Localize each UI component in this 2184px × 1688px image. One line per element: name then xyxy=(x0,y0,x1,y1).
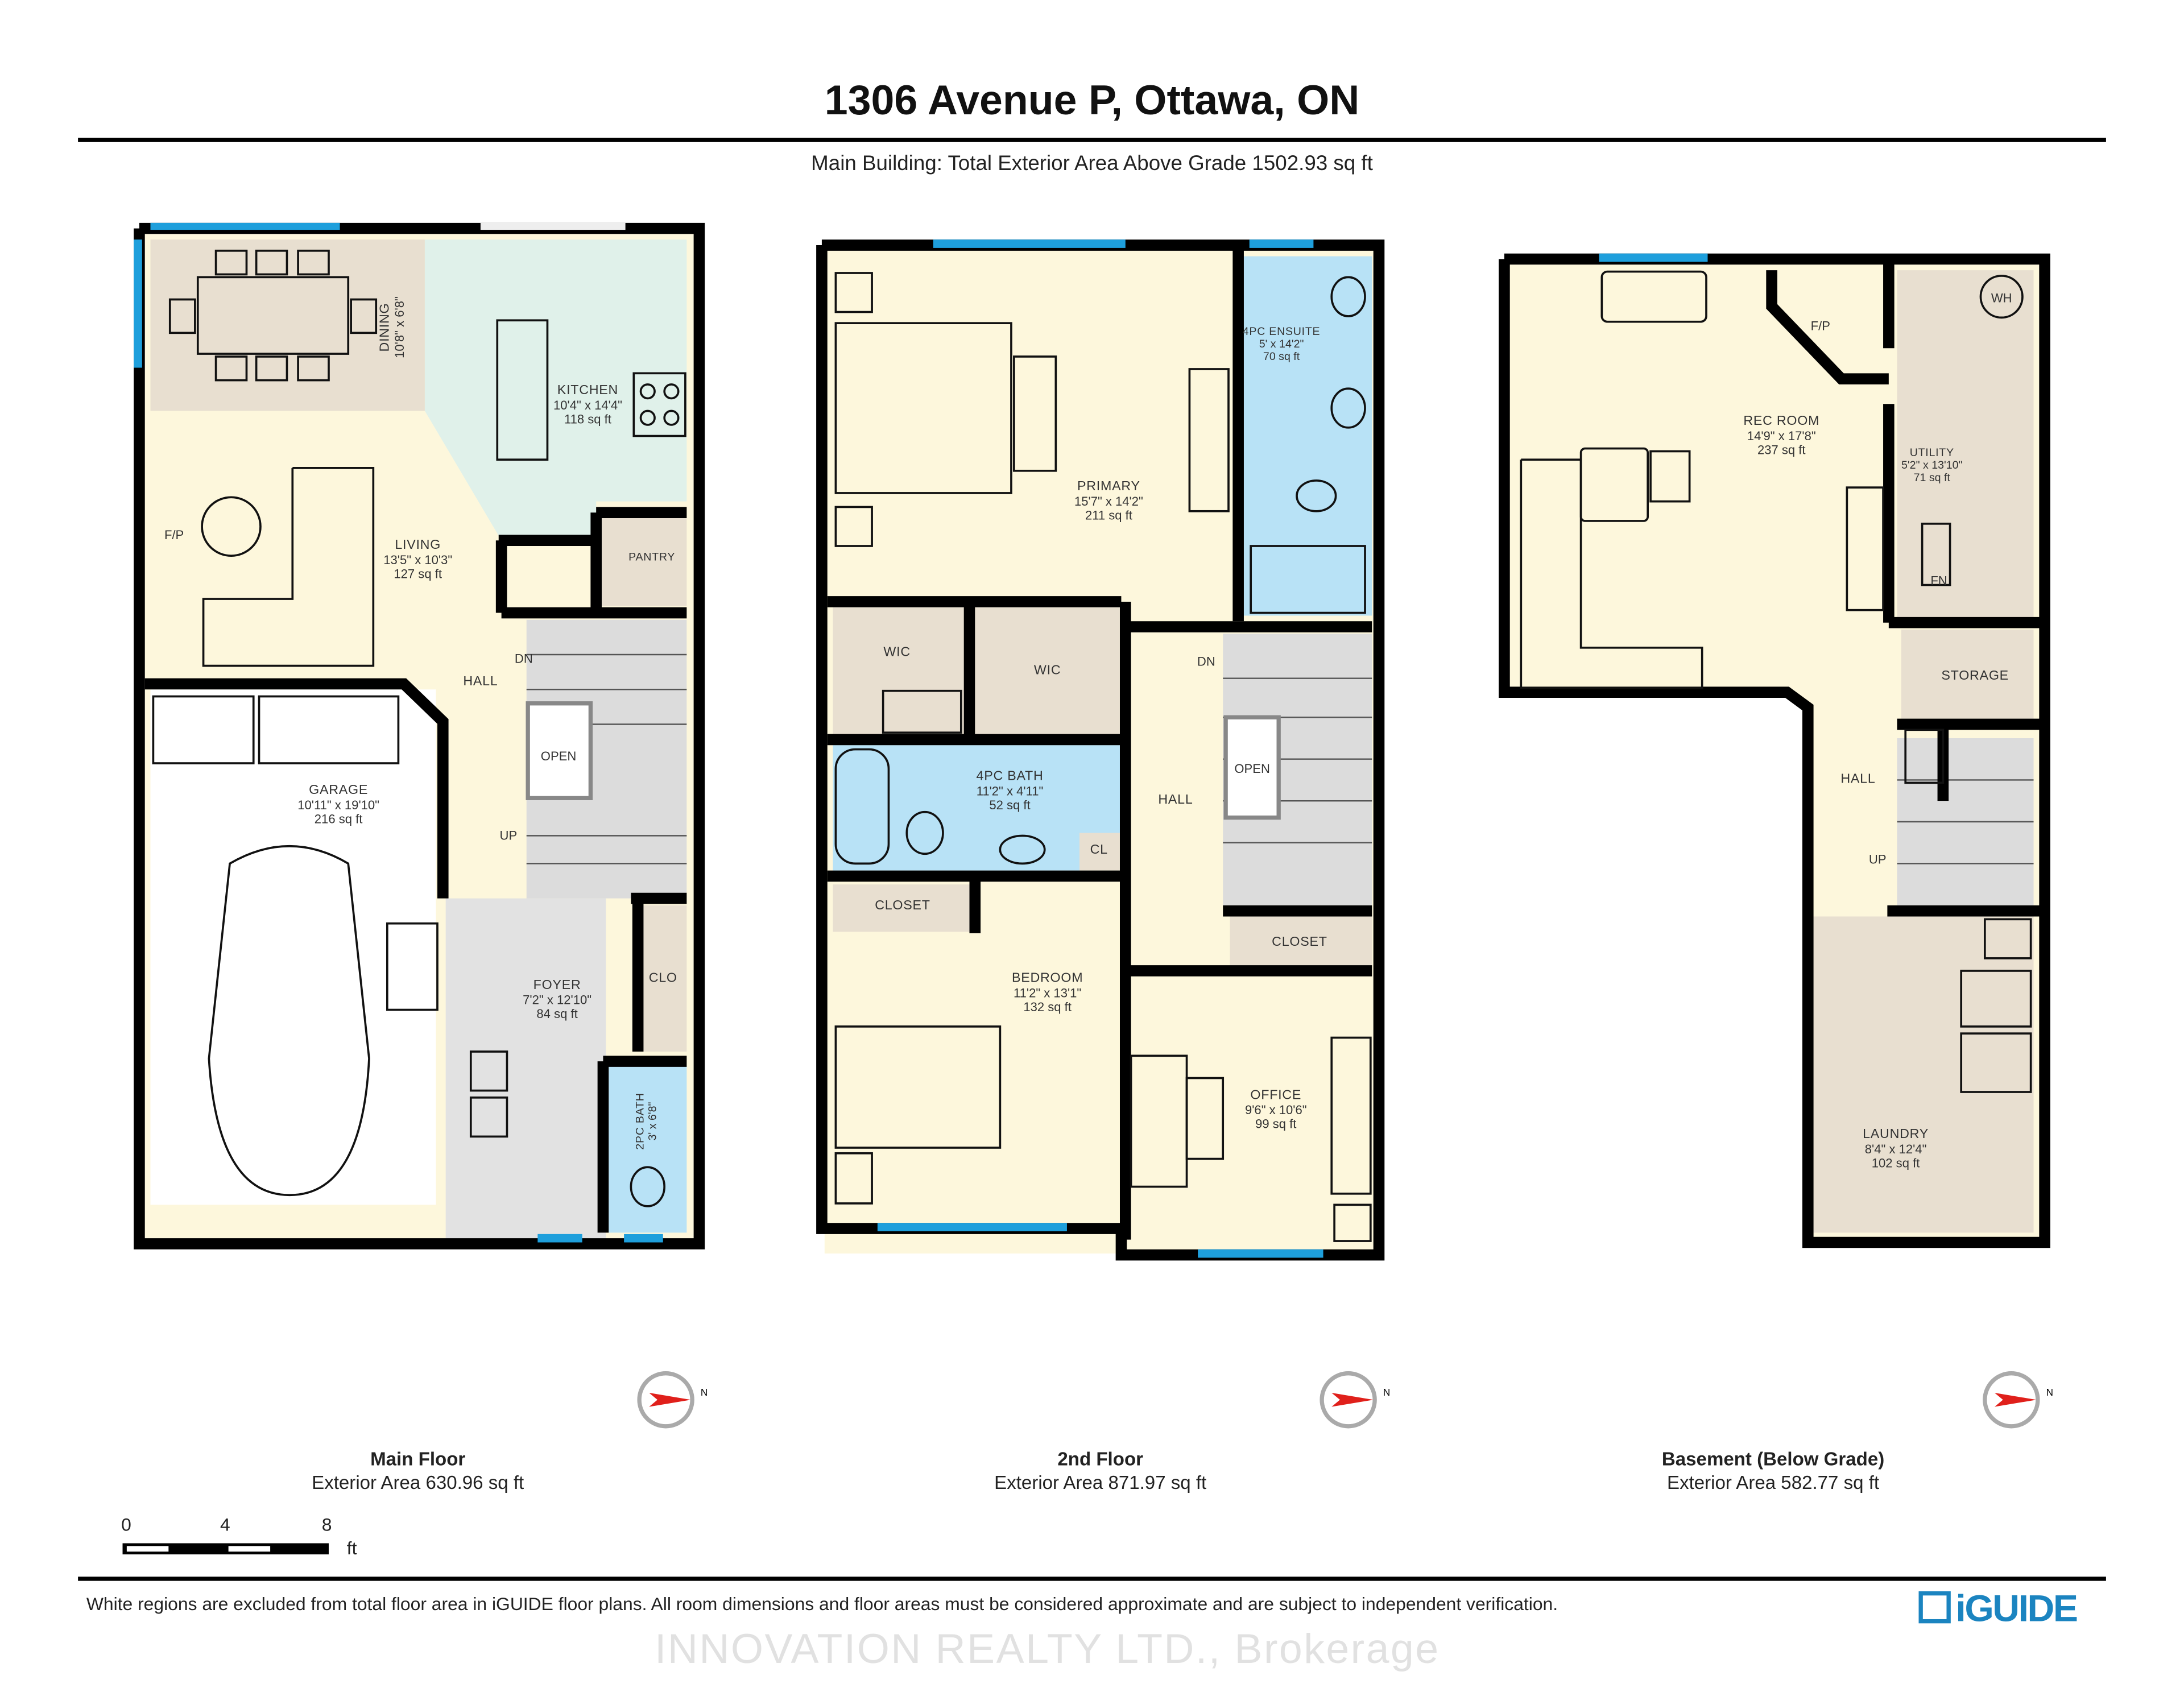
room-label-hall: HALL xyxy=(1840,771,1876,787)
4pc-bath-area xyxy=(833,745,1122,871)
car-icon xyxy=(208,845,370,1197)
open-label: OPEN xyxy=(1234,762,1270,776)
furniture xyxy=(1520,270,2032,1093)
room-label-closet: CLOSET xyxy=(1272,934,1327,950)
room-label-clo: CLO xyxy=(648,970,677,986)
scale-tick-label: 4 xyxy=(220,1514,230,1535)
scale-bar xyxy=(122,1543,329,1555)
floor-caption-basement: Basement (Below Grade)Exterior Area 582.… xyxy=(1661,1448,1885,1493)
iguide-logo: iGUIDE xyxy=(1955,1587,2078,1630)
clo-area xyxy=(638,905,687,1052)
basement-plan xyxy=(1499,253,2050,1248)
2pc-bath-area xyxy=(609,1065,687,1233)
stairs-up-label: UP xyxy=(499,829,518,843)
room-label-pantry: PANTRY xyxy=(628,551,676,564)
watermark: INNOVATION REALTY LTD., Brokerage xyxy=(655,1627,1440,1673)
compass-icon: N xyxy=(1983,1371,2053,1429)
scale-tick-label: 8 xyxy=(321,1514,332,1535)
compass-icon: N xyxy=(1320,1371,1390,1429)
kitchen-area xyxy=(424,239,687,541)
svg-text:N: N xyxy=(701,1387,708,1398)
main-floor-plan xyxy=(134,222,705,1250)
water-heater-label: WH xyxy=(1991,291,2012,305)
room-label-wic: WIC xyxy=(1033,663,1061,678)
furniture xyxy=(834,272,1372,1242)
stairs-up-label: UP xyxy=(1868,852,1887,867)
pantry-area xyxy=(596,512,687,606)
room-label-storage: STORAGE xyxy=(1941,668,2009,684)
second-floor-plan xyxy=(816,239,1385,1261)
scale-tick-label: 0 xyxy=(121,1514,131,1535)
stairs-down-label: DN xyxy=(514,652,533,666)
compass-icon: N xyxy=(637,1371,708,1429)
room-label-hall: HALL xyxy=(1158,792,1193,808)
garage-area xyxy=(150,689,436,1205)
room-label-cl: CL xyxy=(1090,842,1108,858)
iguide-logo-icon xyxy=(1918,1591,1951,1624)
page-subtitle: Main Building: Total Exterior Area Above… xyxy=(811,151,1373,176)
stairs-down-label: DN xyxy=(1197,655,1215,669)
laundry-area xyxy=(1813,916,2034,1233)
room-label-hall: HALL xyxy=(463,674,498,690)
disclaimer: White regions are excluded from total fl… xyxy=(86,1593,1558,1615)
furniture xyxy=(152,249,686,1207)
storage-area xyxy=(1901,629,2034,725)
fireplace-label: F/P xyxy=(164,528,184,542)
room-label-wic: WIC xyxy=(883,644,911,660)
ensuite-area xyxy=(1243,256,1372,616)
svg-text:N: N xyxy=(2046,1387,2053,1398)
svg-text:N: N xyxy=(1383,1387,1390,1398)
room-label-closet: CLOSET xyxy=(875,898,930,914)
foyer-area xyxy=(445,898,606,1240)
utility-area xyxy=(1897,270,2034,623)
header-rule xyxy=(78,138,2106,142)
furnace-label: FN xyxy=(1930,573,1947,588)
fireplace-label: F/P xyxy=(1810,318,1831,333)
page-title: 1306 Avenue P, Ottawa, ON xyxy=(824,78,1360,124)
open-label: OPEN xyxy=(540,749,577,764)
scale-unit-label: ft xyxy=(346,1537,357,1559)
footer-rule xyxy=(78,1577,2106,1581)
